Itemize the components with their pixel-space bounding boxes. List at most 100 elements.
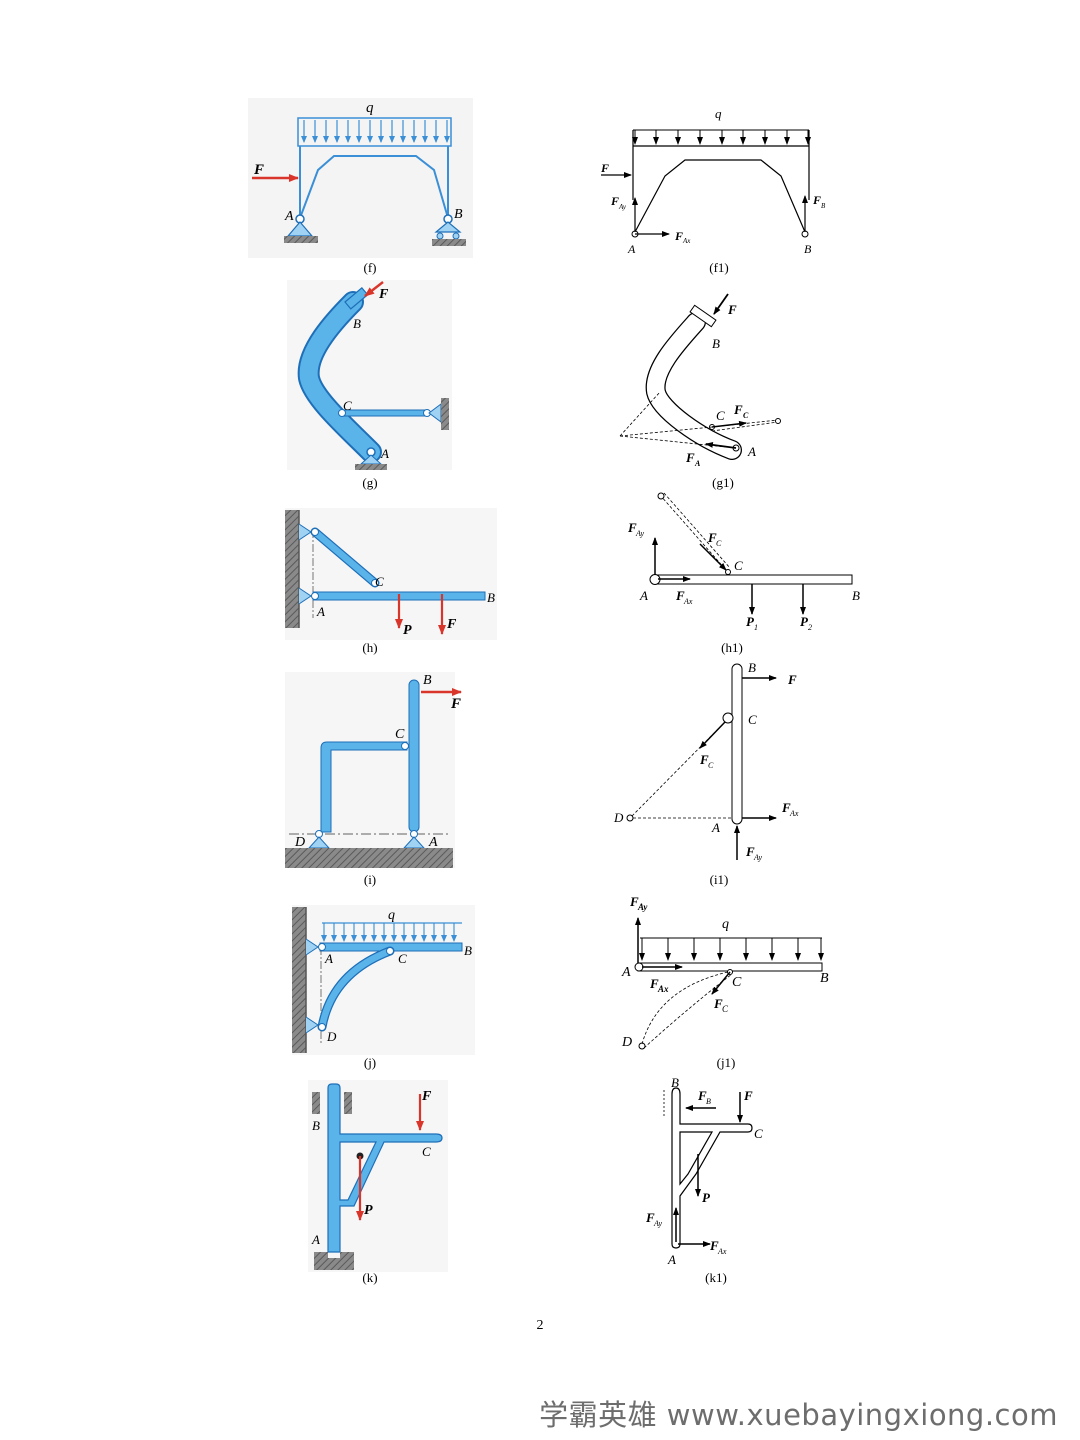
label-D: D	[613, 810, 624, 825]
label-FC: F	[733, 402, 743, 417]
caption-g: (g)	[362, 475, 378, 490]
label-FAy: F	[745, 844, 755, 859]
label-C: C	[375, 574, 384, 589]
label-B: B	[423, 673, 432, 688]
label-A: A	[324, 951, 333, 966]
label-B: B	[454, 207, 463, 222]
label-A: A	[316, 604, 325, 619]
label-C: C	[716, 408, 725, 423]
label-C: C	[398, 951, 407, 966]
label-FAx-sub: Ax	[789, 809, 799, 818]
caption-j: (j)	[363, 1055, 377, 1070]
label-B: B	[852, 588, 860, 603]
figure-g: F B C A	[287, 280, 452, 470]
label-P: P	[364, 1203, 373, 1218]
label-FAy-sub: Ay	[635, 529, 644, 538]
label-FB: F	[697, 1088, 707, 1103]
label-A: A	[621, 965, 631, 980]
label-F: F	[446, 617, 457, 632]
label-D: D	[326, 1029, 337, 1044]
label-FC-sub: C	[743, 411, 749, 420]
label-FAy: F	[610, 194, 619, 208]
label-q: q	[388, 908, 395, 923]
label-C: C	[748, 712, 757, 727]
figure-i1: B F C F C D A F Ax F Ay	[612, 660, 812, 870]
label-C: C	[395, 727, 405, 742]
label-F: F	[450, 696, 461, 712]
label-FAy: F	[645, 1210, 655, 1225]
label-P2: P	[800, 614, 809, 629]
label-B: B	[748, 660, 756, 675]
caption-g1: (g1)	[712, 475, 734, 490]
label-C: C	[732, 975, 742, 990]
label-A: A	[284, 209, 294, 224]
label-B: B	[712, 336, 720, 351]
label-FC-sub: C	[716, 539, 722, 548]
label-B: B	[312, 1118, 320, 1133]
caption-f1: (f1)	[709, 260, 729, 275]
figure-i-drawing: B F C D A	[285, 673, 462, 868]
label-A: A	[311, 1232, 320, 1247]
watermark: 学霸英雄 www.xuebayingxiong.com	[539, 1398, 1058, 1432]
label-q: q	[715, 106, 722, 121]
caption-k: (k)	[362, 1270, 378, 1285]
figure-f1-drawing: q F F Ay F Ax F B A B	[600, 106, 826, 256]
figure-j1: F Ay q A F Ax C F C B D	[618, 888, 838, 1053]
label-A: A	[428, 835, 438, 850]
label-FAy: F	[629, 894, 639, 909]
label-FAx: F	[675, 588, 685, 603]
figure-i1-drawing: B F C F C D A F Ax F Ay	[613, 660, 799, 862]
label-FA-sub: A	[694, 459, 701, 468]
label-B: B	[671, 1075, 679, 1090]
label-F: F	[743, 1088, 753, 1103]
label-FC-sub: C	[708, 761, 714, 770]
caption-h: (h)	[362, 640, 378, 655]
figure-f1: q F F Ay F Ax F B A B	[595, 100, 835, 260]
label-FAx: F	[674, 229, 683, 243]
label-FAy-sub: Ay	[637, 902, 648, 912]
page-number: 2	[536, 1318, 544, 1333]
label-q: q	[366, 100, 374, 116]
label-F: F	[253, 162, 264, 178]
label-A: A	[639, 588, 648, 603]
label-D: D	[621, 1035, 632, 1050]
label-F: F	[378, 287, 389, 302]
label-F: F	[421, 1089, 432, 1104]
label-FB-sub: B	[706, 1097, 711, 1106]
figure-f-drawing: F q A B	[252, 100, 466, 246]
label-FB-sub: B	[821, 202, 826, 210]
figure-j: q A B C D	[292, 905, 475, 1055]
label-FAy-sub: Ay	[753, 853, 762, 862]
label-P2-sub: 2	[808, 623, 812, 632]
label-P1-sub: 1	[754, 623, 758, 632]
figure-i: B F C D A	[285, 672, 462, 868]
label-C: C	[422, 1144, 431, 1159]
figure-k1-drawing: B F B F C P F Ay F Ax A	[645, 1075, 763, 1267]
label-FB: F	[812, 193, 821, 207]
label-FAx-sub: Ax	[682, 237, 691, 245]
label-D: D	[294, 835, 305, 850]
label-A: A	[380, 446, 389, 461]
label-F: F	[787, 672, 797, 687]
label-P: P	[702, 1190, 711, 1205]
figure-j-drawing: q A B C D	[292, 907, 472, 1053]
label-B: B	[804, 242, 812, 256]
caption-f: (f)	[363, 260, 377, 275]
label-F: F	[600, 161, 609, 175]
label-FAy-sub: Ay	[618, 203, 627, 211]
figure-f: F q A B	[248, 98, 473, 258]
figure-h1-drawing: F Ay F C C A F Ax P 1 P 2 B	[627, 492, 860, 632]
label-A: A	[711, 820, 720, 835]
caption-h1: (h1)	[721, 640, 743, 655]
figure-g1: F B C F C A F A	[612, 290, 812, 475]
figure-j1-drawing: F Ay q A F Ax C F C B D	[621, 894, 829, 1050]
label-FAx: F	[649, 976, 659, 991]
label-F: F	[727, 302, 737, 317]
figure-g1-drawing: F B C F C A F A	[619, 293, 781, 468]
label-P1: P	[746, 614, 755, 629]
label-q: q	[722, 917, 729, 932]
label-A: A	[747, 444, 756, 459]
caption-k1: (k1)	[705, 1270, 727, 1285]
label-FAx: F	[709, 1238, 719, 1253]
caption-i: (i)	[363, 872, 377, 887]
